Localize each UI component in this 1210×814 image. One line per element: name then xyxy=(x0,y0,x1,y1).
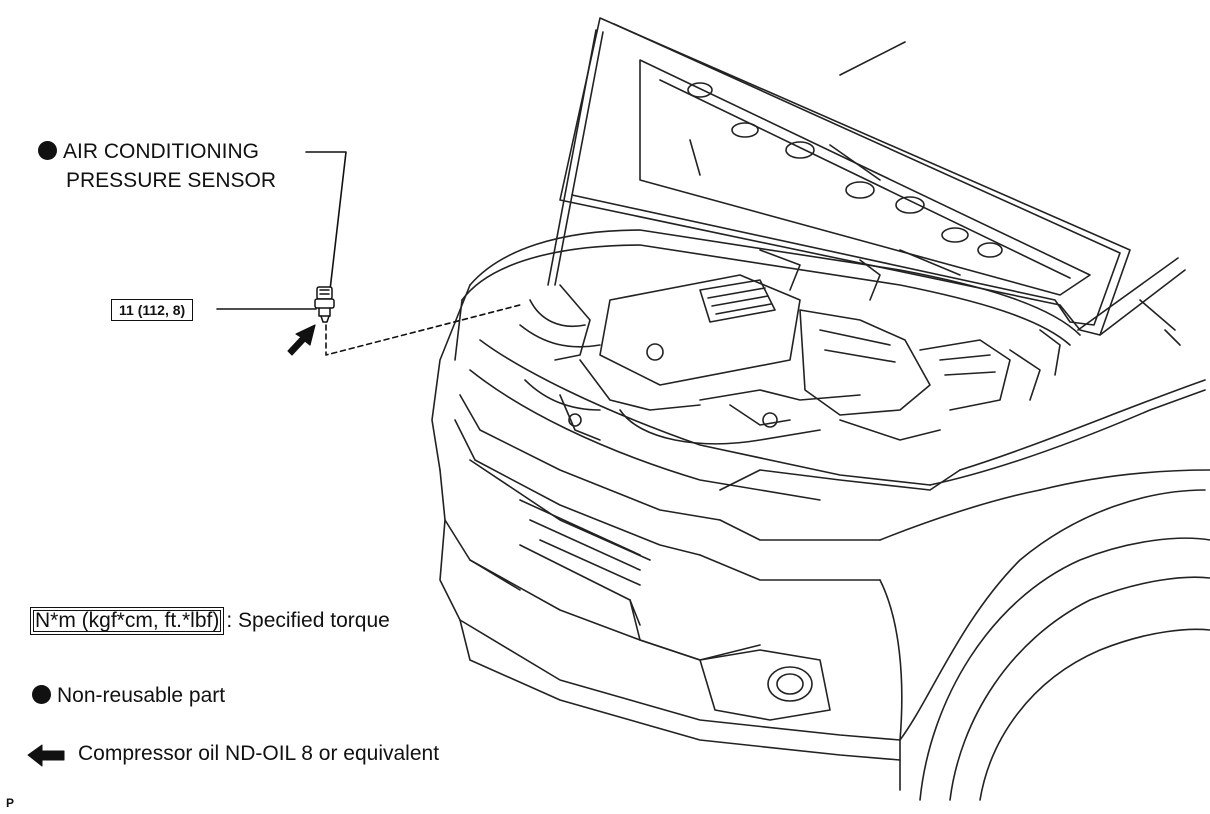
legend-torque-box: N*m (kgf*cm, ft.*lbf) xyxy=(30,607,225,635)
legend-arrow-left-icon xyxy=(27,744,65,767)
callout-leaders xyxy=(216,151,521,356)
engine-bay-drawing xyxy=(461,229,1081,445)
legend-nonreusable-row: Non-reusable part xyxy=(32,685,225,706)
fender-wheel-drawing xyxy=(879,379,1210,801)
sensor-label-text-1: AIR CONDITIONING xyxy=(63,140,260,163)
legend-torque-desc: : Specified torque xyxy=(226,609,390,632)
oil-application-arrow-icon xyxy=(287,324,316,356)
legend-oil-text: Compressor oil ND-OIL 8 or equivalent xyxy=(78,742,440,765)
location-dashed-line xyxy=(325,304,521,356)
hood-drawing xyxy=(547,17,1131,336)
sensor-label-line2: PRESSURE SENSOR xyxy=(66,169,277,192)
figure-id-letter: P xyxy=(6,796,15,810)
sensor-label-line1: AIR CONDITIONING xyxy=(38,141,259,162)
pressure-sensor-part xyxy=(314,286,335,323)
legend-dot-icon xyxy=(32,685,51,704)
legend-nonreusable-text: Non-reusable part xyxy=(57,684,226,707)
bumper-grille-drawing xyxy=(431,284,961,761)
windshield-drawing xyxy=(1077,257,1186,346)
nonreusable-dot-icon xyxy=(38,141,57,160)
sensor-leader-line xyxy=(305,151,347,291)
torque-value-box: 11 (112, 8) xyxy=(111,299,194,321)
legend-torque-row: N*m (kgf*cm, ft.*lbf): Specified torque xyxy=(30,607,390,635)
